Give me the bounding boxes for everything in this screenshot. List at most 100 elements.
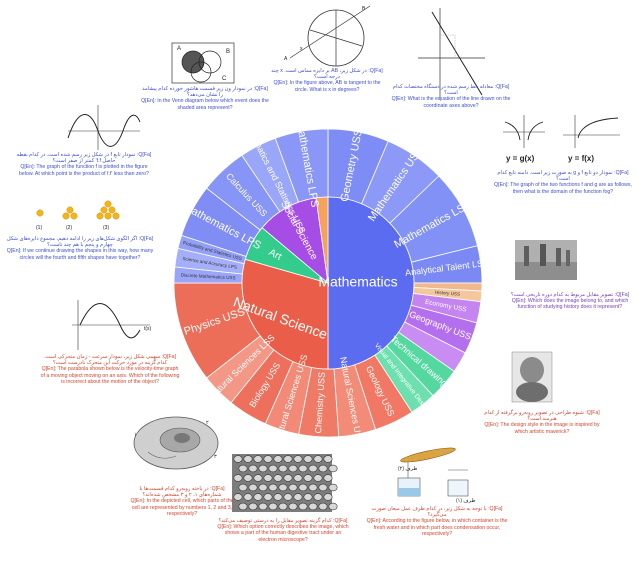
question-velocity-en: Q[En]: The parabola shown below is the v… xyxy=(40,366,180,385)
question-cell-en: Q[En]: In the depicted cell, which parts… xyxy=(130,498,234,517)
microvillus-blob xyxy=(273,493,283,501)
microvillus-blob xyxy=(253,493,263,501)
circle-label-x: x xyxy=(300,46,303,52)
microvillus-blob xyxy=(303,474,313,482)
pattern-label-3: (3) xyxy=(103,225,109,231)
question-velocity: Q[Fa]: سهمی شکل زیر، نمودار سرعت - زمان … xyxy=(40,354,180,385)
microvillus-blob xyxy=(248,464,258,473)
cell-figure: ۱ ۲ ۳ xyxy=(133,416,219,470)
question-fx-fa: Q[Fa]: نمودار تابع f در شکل زیر رسم شده … xyxy=(16,152,152,165)
microvillus-blob xyxy=(238,483,248,492)
microvillus-blob xyxy=(298,464,308,473)
microvillus-blob xyxy=(313,474,323,482)
microvillus-blob xyxy=(243,474,253,482)
microscope-figure xyxy=(232,454,338,512)
question-line-fa: Q[Fa]: معادله خط رسم شده در دستگاه مختصا… xyxy=(392,84,510,97)
inner-segment-mathematics-0 xyxy=(327,196,415,370)
cell-label-2: ۲ xyxy=(206,420,209,426)
microvillus-blob xyxy=(268,464,278,473)
question-functions-fa: Q[Fa]: نمودار دو تابع f و g به صورت زیر … xyxy=(497,170,629,183)
container-1-label: ظرف (۱) xyxy=(456,498,475,504)
inner-segment-natural-science-1 xyxy=(241,258,329,370)
circle-label-a: A xyxy=(284,56,288,62)
velocity-axis-label: t(s) xyxy=(144,326,152,332)
venn-label-c: C xyxy=(222,76,227,82)
question-circle-en: Q[En]: In the figure above, AB is tangen… xyxy=(273,80,381,93)
microvillus-blob xyxy=(258,483,268,492)
cell-label-1: ۱ xyxy=(134,432,137,438)
microvillus-blob xyxy=(318,483,328,492)
inner-label-art-2: Art xyxy=(267,247,284,263)
venn-label-b: B xyxy=(226,49,230,55)
circle-label-b: B xyxy=(362,6,366,12)
microvillus-blob xyxy=(233,493,243,501)
question-condensation-en: Q[En]: According to the figure below, in… xyxy=(366,518,508,537)
microvillus-blob xyxy=(248,502,258,511)
microvillus-blob xyxy=(258,464,268,473)
microvillus-blob xyxy=(248,483,258,492)
microvillus-blob xyxy=(293,474,303,482)
microvillus-blob xyxy=(328,483,338,492)
microvillus-blob xyxy=(308,483,318,492)
microvillus-blob xyxy=(328,502,338,511)
venn-label-a: A xyxy=(177,46,181,52)
velocity-graph-figure: t(s) xyxy=(72,300,152,350)
outer-label-discrete-mathematics-uss-18: Discrete Mathematics USS xyxy=(181,273,236,281)
condensation-figure: ظرف (۲) ظرف (۱) xyxy=(397,447,475,504)
question-circles-fa: Q[Fa]: اگر الگوی شکل‌های زیر را ادامه ده… xyxy=(6,236,154,249)
question-venn-en: Q[En]: In the Venn diagram below which e… xyxy=(141,98,269,111)
question-microscope-en: Q[En]: Which option correctly describes … xyxy=(217,524,349,543)
question-circle-fa: Q[Fa]: در شکل زیر، AB بر دایره مماس است.… xyxy=(271,68,383,81)
microvillus-blob xyxy=(298,483,308,492)
container-2-label: ظرف (۲) xyxy=(398,466,417,472)
tangent-circle-figure: A B x xyxy=(284,5,371,67)
question-cell: Q[Fa]: در یاخته روبه‌رو کدام قسمت‌ها با … xyxy=(130,486,234,517)
microvillus-blob xyxy=(293,493,303,501)
microvillus-blob xyxy=(283,474,293,482)
microvillus-blob xyxy=(328,464,338,473)
question-persepolis-fa: Q[Fa]: تصویر مقابل مربوط به کدام دوره تا… xyxy=(510,292,630,298)
microvillus-blob xyxy=(233,474,243,482)
question-fx: Q[Fa]: نمودار تابع f در شکل زیر رسم شده … xyxy=(14,152,154,177)
microvillus-blob xyxy=(283,493,293,501)
microvillus-blob xyxy=(298,502,308,511)
microvillus-blob xyxy=(273,474,283,482)
question-engraving-en: Q[En]: The design style in the image is … xyxy=(484,422,600,435)
question-fx-en: Q[En]: The graph of the function f is pl… xyxy=(19,164,149,177)
microvillus-blob xyxy=(303,455,313,463)
microvillus-blob xyxy=(323,493,333,501)
outer-ring xyxy=(173,128,483,438)
question-circles: Q[Fa]: اگر الگوی شکل‌های زیر را ادامه ده… xyxy=(2,236,158,261)
microvillus-blob xyxy=(318,502,328,511)
venn-figure: A B C xyxy=(171,42,235,84)
microvillus-blob xyxy=(288,502,298,511)
question-venn: Q[Fa]: در نمودار ون زیر قسمت هاشور خورده… xyxy=(140,86,270,111)
microvillus-blob xyxy=(293,455,303,463)
microvillus-blob xyxy=(253,455,263,463)
functions-figure: y = g(x) y = f(x) xyxy=(503,115,620,163)
microvillus-blob xyxy=(243,493,253,501)
microvillus-blob xyxy=(283,455,293,463)
microvillus-blob xyxy=(313,493,323,501)
microvillus-blob xyxy=(288,483,298,492)
microvillus-blob xyxy=(263,493,273,501)
question-velocity-fa: Q[Fa]: سهمی شکل زیر، نمودار سرعت - زمان … xyxy=(44,354,176,367)
f-function-label: y = f(x) xyxy=(568,154,594,163)
g-function-label: y = g(x) xyxy=(506,154,535,163)
question-persepolis: Q[Fa]: تصویر مقابل مربوط به کدام دوره تا… xyxy=(506,292,634,311)
question-circle: Q[Fa]: در شکل زیر، AB بر دایره مماس است.… xyxy=(268,68,386,93)
microvillus-blob xyxy=(268,483,278,492)
question-circles-en: Q[En]: If we continue drawing the shapes… xyxy=(6,248,154,261)
question-condensation: Q[Fa]: با توجه به شکل زیر، در کدام ظرف ع… xyxy=(362,506,512,537)
microvillus-blob xyxy=(268,502,278,511)
microvillus-blob xyxy=(313,455,323,463)
microvillus-blob xyxy=(233,455,243,463)
question-microscope-fa: Q[Fa]: کدام گزینه تصویر مقابل را به درست… xyxy=(218,518,348,524)
microvillus-blob xyxy=(258,502,268,511)
cell-label-3: ۳ xyxy=(214,454,217,460)
inner-ring xyxy=(241,196,415,370)
microvillus-blob xyxy=(278,464,288,473)
question-line-en: Q[En]: What is the equation of the line … xyxy=(391,96,511,109)
microvillus-blob xyxy=(318,464,328,473)
question-condensation-fa: Q[Fa]: با توجه به شکل زیر، در کدام ظرف ع… xyxy=(371,506,503,519)
